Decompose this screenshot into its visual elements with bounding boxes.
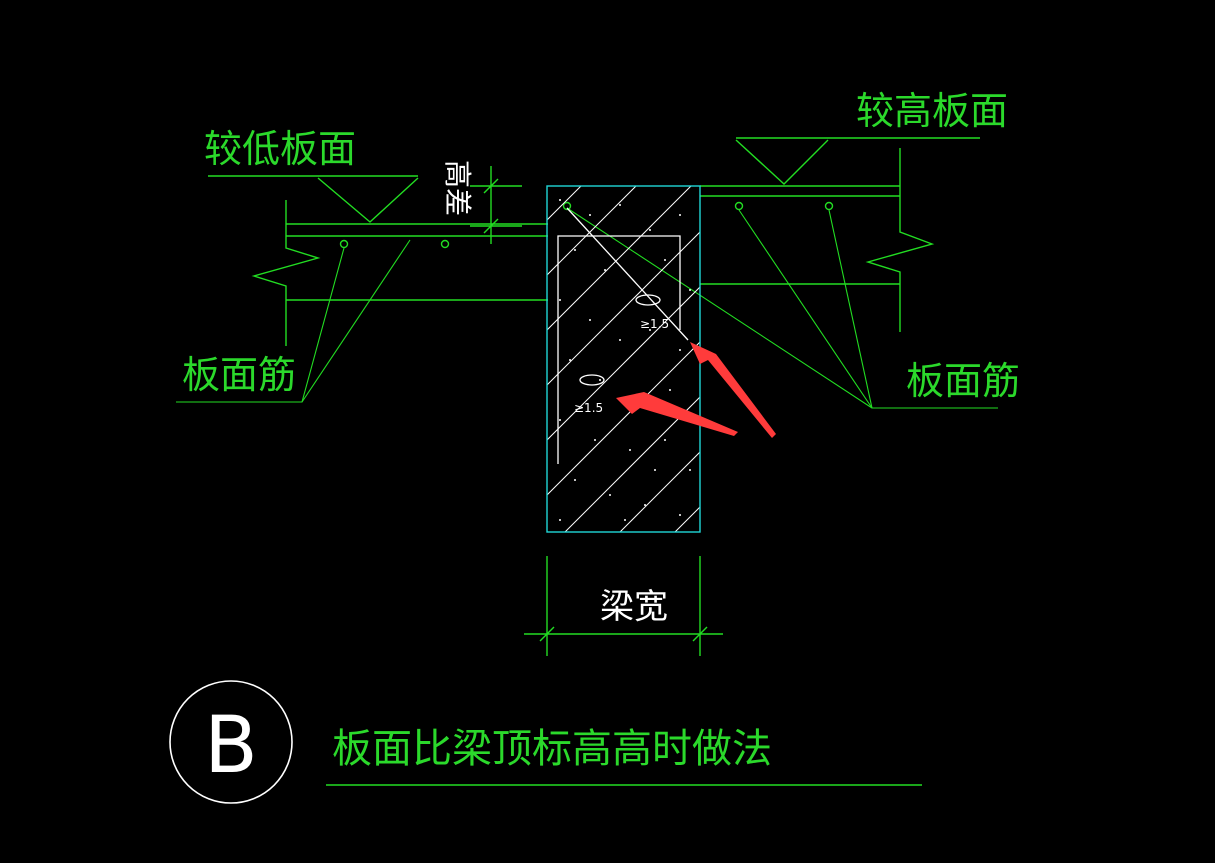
lower-slab-group [176,175,548,403]
higher-slab-label: 较高板面 [856,89,1008,133]
height-diff-dimension [470,166,522,244]
dim-mark-lower-text: ≥1.5 [574,401,603,415]
beam-dimension-mark-upper: ≥1.5 [635,294,669,331]
higher-slab-elevation-triangle-icon [735,139,829,185]
lower-rebar-dot [440,239,450,249]
height-diff-label: 高差 [441,160,474,216]
right-rebar-label: 板面筋 [906,359,1020,403]
higher-rebar-dot [824,201,834,211]
beam-width-dimension [524,556,723,656]
beam-hatch-pattern [547,186,700,532]
higher-rebar-dot [562,201,572,211]
lower-slab-label: 较低板面 [204,127,356,171]
higher-slab-group [562,137,998,409]
height-dim-tick [483,218,499,234]
annotation-arrow-icon [690,342,776,438]
left-rebar-label: 板面筋 [182,353,296,397]
right-rebar-leader-2 [828,209,873,409]
beam-width-tick [692,626,708,642]
beam-width-label: 梁宽 [600,587,668,627]
lower-slab-break-line-icon [251,200,321,346]
beam-width-tick [539,626,555,642]
dim-mark-upper-text: ≥1.5 [640,317,669,331]
height-dim-tick [483,178,499,194]
left-rebar-leader-2 [301,239,411,403]
beam-inclined-rebar [566,207,689,341]
detail-title: 板面比梁顶标高高时做法 [332,726,772,772]
annotation-arrow-icon [616,392,738,436]
lower-rebar-dot [339,239,349,249]
beam-bent-rebar [557,235,681,464]
higher-slab-break-line-icon [865,148,935,332]
detail-mark-letter: B [204,701,258,791]
beam-outline [546,185,701,533]
beam-section: ≥1.5 ≥1.5 [546,185,701,533]
beam-dimension-mark-lower: ≥1.5 [574,374,605,415]
detail-circle-icon [169,680,293,804]
lower-slab-elevation-triangle-icon [317,177,419,223]
right-rebar-leader-3 [566,207,873,409]
higher-rebar-dot [734,201,744,211]
